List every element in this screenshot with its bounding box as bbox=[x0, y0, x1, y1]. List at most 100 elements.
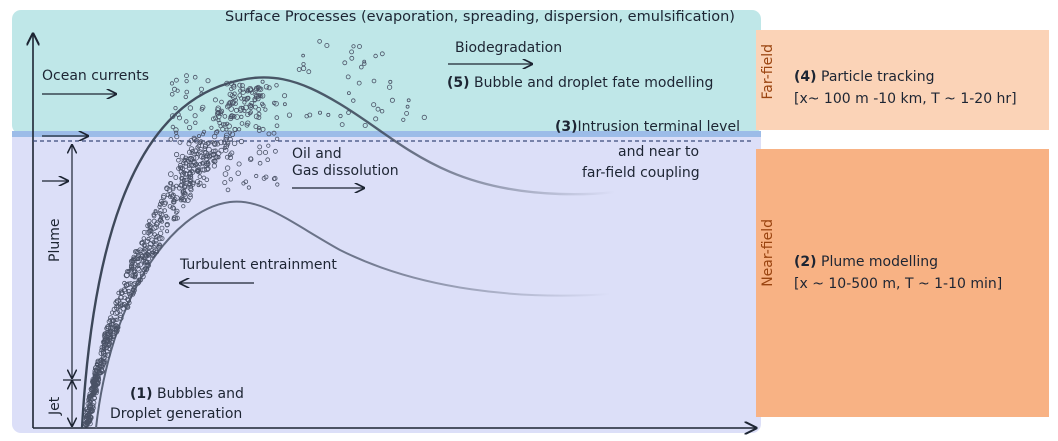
bubble bbox=[229, 150, 235, 156]
bubble bbox=[167, 204, 173, 209]
bubble bbox=[201, 183, 207, 189]
bubble bbox=[92, 368, 98, 374]
bubble bbox=[183, 171, 189, 177]
bubble bbox=[238, 138, 244, 145]
bubble bbox=[239, 114, 244, 120]
bubble bbox=[87, 418, 92, 424]
bubble bbox=[202, 146, 208, 152]
bubble bbox=[171, 216, 176, 222]
bubble bbox=[104, 338, 110, 344]
bubble bbox=[252, 96, 258, 102]
bubble bbox=[256, 86, 262, 92]
bubble bbox=[192, 136, 198, 143]
bubble bbox=[147, 249, 152, 255]
bubble bbox=[142, 247, 148, 253]
bubble bbox=[142, 253, 149, 260]
bubble bbox=[128, 294, 133, 299]
bubble bbox=[256, 115, 262, 120]
bubble bbox=[213, 129, 219, 135]
bubble bbox=[157, 204, 162, 209]
bubble bbox=[225, 121, 230, 126]
bubble bbox=[182, 198, 188, 203]
bubble bbox=[263, 174, 269, 180]
bubble bbox=[222, 171, 229, 177]
bubble bbox=[379, 51, 385, 57]
bubble bbox=[101, 360, 107, 366]
bubble bbox=[227, 99, 233, 106]
bubble bbox=[157, 243, 163, 249]
bubble bbox=[179, 175, 185, 181]
bubble bbox=[137, 277, 142, 282]
near-field-scale: [x ~ 10-500 m, T ~ 1-10 min] bbox=[794, 276, 1003, 292]
bubble bbox=[219, 99, 224, 105]
bubble bbox=[263, 84, 270, 90]
bubble bbox=[157, 201, 163, 207]
bubble bbox=[243, 179, 249, 185]
bubble bbox=[324, 43, 330, 49]
bubble bbox=[105, 324, 110, 330]
bubble bbox=[218, 147, 225, 154]
bubble bbox=[228, 177, 233, 182]
bubble bbox=[143, 252, 149, 258]
bubble bbox=[229, 93, 235, 99]
bubble bbox=[256, 149, 263, 156]
bubble bbox=[110, 321, 116, 327]
bubble bbox=[158, 230, 164, 236]
bubble bbox=[139, 273, 146, 280]
bubble bbox=[88, 414, 94, 420]
bubble bbox=[205, 78, 211, 84]
bubble bbox=[154, 249, 160, 255]
bubble bbox=[317, 110, 322, 115]
bubble bbox=[274, 136, 280, 142]
bubble bbox=[209, 125, 214, 130]
bubble bbox=[108, 315, 114, 321]
bubble bbox=[115, 298, 121, 304]
bubble bbox=[338, 113, 343, 119]
bubble bbox=[262, 149, 268, 155]
bubble bbox=[168, 137, 174, 142]
bubble bbox=[255, 92, 262, 99]
bubble bbox=[130, 287, 135, 292]
bubble bbox=[198, 162, 203, 167]
bubble bbox=[151, 245, 157, 251]
bubble bbox=[135, 280, 141, 286]
bubble bbox=[188, 138, 194, 144]
far-field-title: Particle tracking bbox=[821, 69, 935, 85]
bubble bbox=[273, 100, 279, 107]
plume-outer-boundary bbox=[80, 76, 616, 429]
bubble bbox=[102, 336, 107, 341]
bubble bbox=[200, 104, 206, 110]
bubble bbox=[135, 249, 141, 255]
bubble bbox=[113, 317, 118, 323]
bubble bbox=[346, 110, 351, 115]
bubble bbox=[362, 59, 367, 64]
bubble bbox=[228, 106, 235, 112]
bubble bbox=[252, 98, 257, 103]
bubble bbox=[216, 110, 222, 116]
bubble bbox=[116, 303, 121, 309]
bubble bbox=[177, 139, 183, 145]
bubble bbox=[168, 171, 174, 177]
bubble bbox=[229, 86, 234, 92]
biodegradation-label: Biodegradation bbox=[455, 40, 563, 56]
bubble bbox=[159, 236, 165, 241]
bubble bbox=[129, 268, 134, 273]
bubble bbox=[173, 77, 179, 83]
bubble bbox=[223, 134, 229, 141]
bubble bbox=[210, 116, 216, 122]
bubble bbox=[204, 177, 210, 183]
bubble bbox=[165, 229, 170, 234]
bubble bbox=[184, 89, 190, 95]
bubble bbox=[184, 73, 189, 79]
bubble bbox=[227, 130, 232, 135]
intrusion-terminal-label: (3)Intrusion terminal level bbox=[555, 119, 740, 135]
bubble bbox=[210, 140, 215, 145]
bubble bbox=[142, 259, 149, 265]
bubble bbox=[317, 39, 322, 44]
bubble bbox=[379, 108, 385, 114]
bubble bbox=[274, 123, 280, 129]
bubble bbox=[227, 154, 233, 161]
bubble bbox=[86, 393, 93, 400]
bubble bbox=[183, 94, 188, 100]
bubble bbox=[180, 166, 186, 172]
